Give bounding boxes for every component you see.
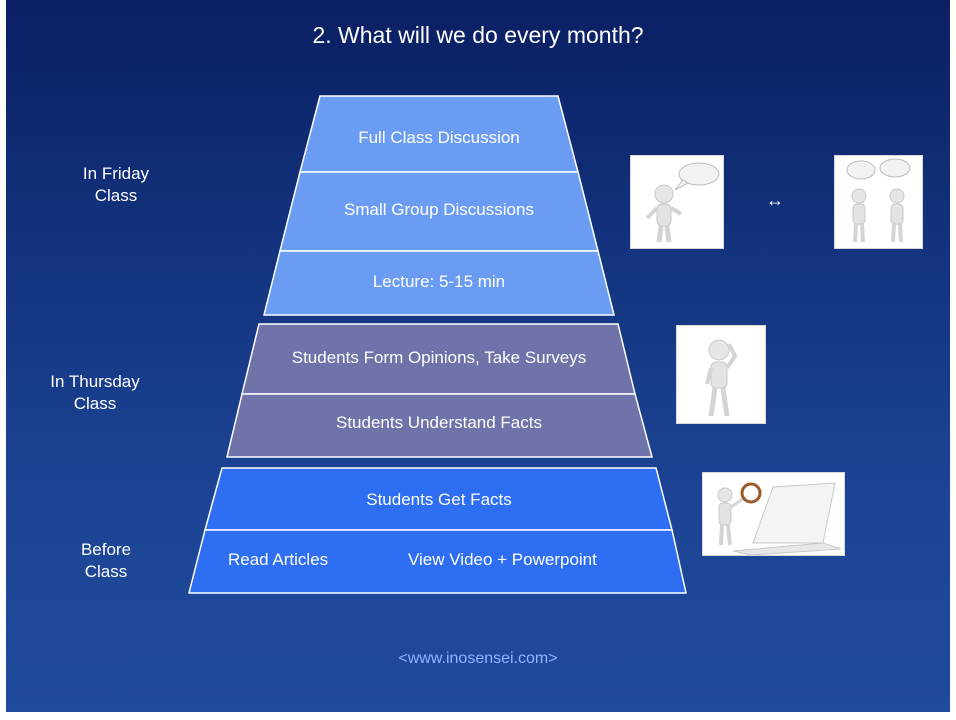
- layer-text-read-articles: Read Articles: [228, 550, 329, 569]
- layer-text-lecture: Lecture: 5-15 min: [372, 272, 506, 291]
- layer-read-articles-view-video: [188, 529, 687, 594]
- label-thursday-class-text: In Thursday Class: [50, 372, 140, 413]
- label-before-class: Before Class: [31, 539, 181, 583]
- two-people-talking-icon: [846, 158, 911, 243]
- thinking-person-icon: [705, 339, 738, 417]
- label-before-class-text: Before Class: [80, 540, 132, 581]
- person-speech-bubble-icon: [645, 162, 720, 243]
- layer-text-students-form-opinions: Students Form Opinions, Take Surveys: [291, 348, 587, 367]
- double-arrow-icon: ↔: [766, 190, 784, 210]
- layer-text-view-video-powerpoint: View Video + Powerpoint: [408, 550, 597, 569]
- layer-lecture: [263, 250, 615, 316]
- website-url: <www.inosensei.com>: [398, 650, 558, 667]
- layer-text-students-get-facts: Students Get Facts: [366, 490, 512, 509]
- pyramid-diagram: [188, 95, 687, 594]
- layer-text-students-understand-facts: Students Understand Facts: [335, 413, 542, 432]
- person-speech-bubble-image: [630, 155, 724, 249]
- label-thursday-class: In Thursday Class: [20, 371, 170, 415]
- layer-text-full-class-discussion: Full Class Discussion: [358, 128, 520, 147]
- person-magnifier-laptop-icon: [717, 482, 842, 555]
- layer-students-understand-facts: [226, 393, 653, 458]
- slide-title: 2. What will we do every month?: [312, 22, 644, 48]
- thinking-person-image: [676, 325, 766, 424]
- slide: 2. What will we do every month? In Frida…: [6, 0, 950, 712]
- two-people-talking-image: [834, 155, 923, 249]
- layer-text-small-group-discussions: Small Group Discussions: [344, 200, 534, 219]
- label-friday-class-text: In Friday Class: [82, 164, 150, 205]
- label-friday-class: In Friday Class: [41, 163, 191, 207]
- person-magnifier-laptop-image: [702, 472, 845, 556]
